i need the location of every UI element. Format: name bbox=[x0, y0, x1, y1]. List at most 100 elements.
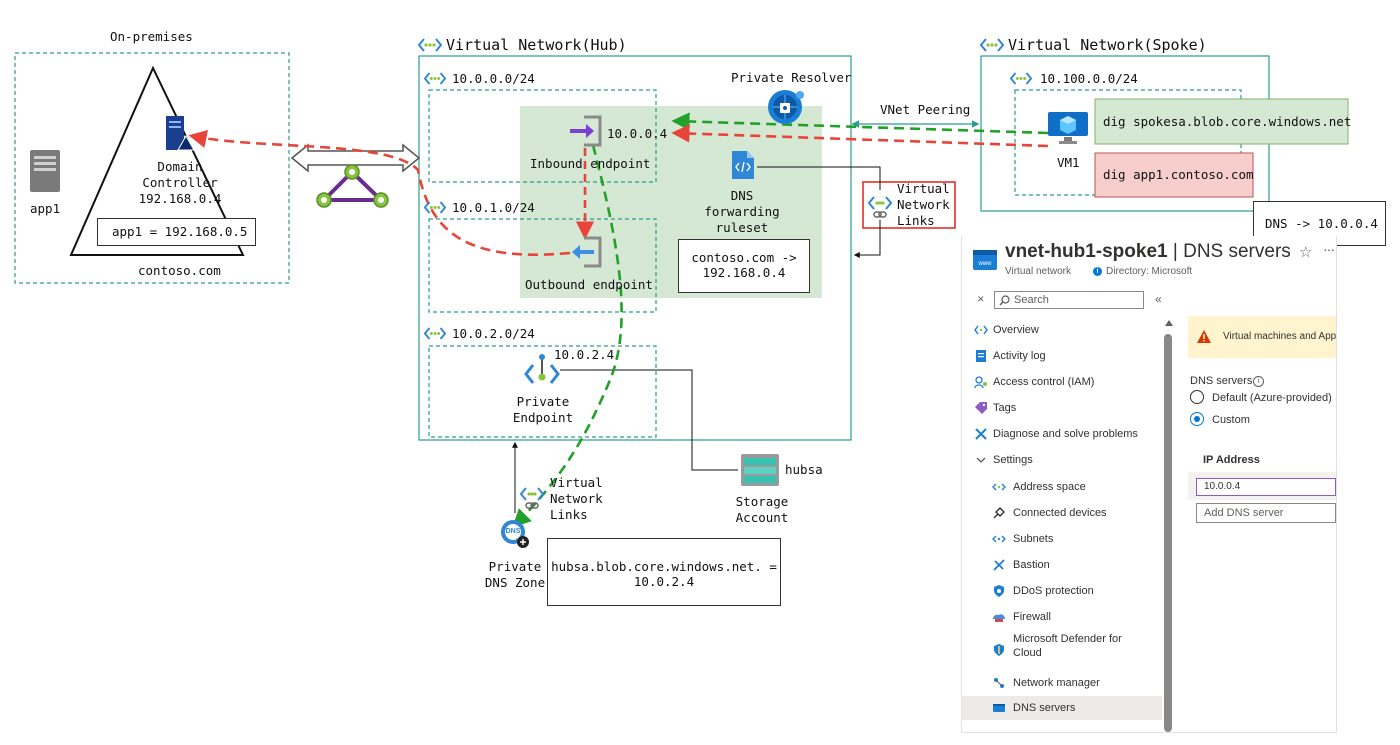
search-icon bbox=[999, 295, 1010, 306]
favorite-star-icon[interactable]: ☆ bbox=[1299, 244, 1313, 261]
app1-label: app1 bbox=[30, 201, 61, 216]
nav-firewall[interactable]: Firewall bbox=[962, 605, 1162, 629]
nav-access-control[interactable]: Access control (IAM) bbox=[962, 370, 1162, 394]
nav-tags[interactable]: Tags bbox=[962, 396, 1162, 420]
spoke-vnet-title: Virtual Network(Spoke) bbox=[1008, 36, 1207, 54]
search-placeholder: Search bbox=[1014, 294, 1049, 306]
nav-label: Firewall bbox=[1013, 611, 1051, 623]
ruleset-label-1: DNS bbox=[730, 188, 754, 203]
subnet1-icon bbox=[424, 72, 446, 85]
rule-line-1: contoso.com -> bbox=[691, 250, 797, 265]
vnet-links-icon bbox=[867, 196, 893, 218]
subnet3-icon bbox=[424, 327, 446, 340]
dig-app1-box bbox=[1094, 152, 1254, 198]
vnet-links-label-3: Links bbox=[897, 213, 935, 228]
address-space-icon bbox=[992, 483, 1006, 491]
nav-label: Diagnose and solve problems bbox=[993, 428, 1138, 440]
ruleset-icon bbox=[732, 151, 754, 179]
nav-overview[interactable]: Overview bbox=[962, 318, 1162, 342]
storage-label-1: Storage bbox=[735, 494, 789, 509]
blade-name: DNS servers bbox=[1183, 241, 1291, 262]
dns-badge-label: DNS bbox=[505, 528, 521, 535]
nav-connected-devices[interactable]: Connected devices bbox=[962, 501, 1162, 525]
spoke-subnet-label: 10.100.0.0/24 bbox=[1040, 71, 1138, 86]
dig-app1-text: dig app1.contoso.com bbox=[1103, 167, 1254, 182]
vnet-resource-icon: www bbox=[973, 250, 997, 270]
hub-subnet3-label: 10.0.2.0/24 bbox=[452, 326, 535, 341]
nav-ddos[interactable]: DDoS protection bbox=[962, 579, 1162, 603]
storage-label-2: Account bbox=[735, 510, 789, 525]
pe-label-2: Endpoint bbox=[512, 410, 574, 425]
storage-account-icon bbox=[741, 454, 779, 486]
nav-defender[interactable]: Microsoft Defender for Cloud bbox=[962, 632, 1162, 668]
expressroute-arrow bbox=[290, 143, 421, 173]
inbound-endpoint-icon bbox=[570, 115, 602, 147]
nav-label: Settings bbox=[993, 454, 1033, 466]
inbound-ip: 10.0.0.4 bbox=[607, 126, 668, 141]
bastion-icon bbox=[993, 559, 1005, 571]
nav-diagnose[interactable]: Diagnose and solve problems bbox=[962, 422, 1162, 446]
nav-label: Microsoft Defender for bbox=[1013, 633, 1122, 645]
dns-ip-input[interactable]: 10.0.0.4 bbox=[1196, 478, 1336, 496]
collapse-left-icon[interactable]: ✕ bbox=[977, 294, 985, 304]
nav-label: Activity log bbox=[993, 350, 1046, 362]
ruleset-label-3: ruleset bbox=[715, 220, 769, 235]
dig-spoke-text: dig spokesa.blob.core.windows.net bbox=[1103, 114, 1352, 129]
dnszone-label-2: DNS Zone bbox=[484, 575, 546, 590]
vm-label: VM1 bbox=[1057, 155, 1080, 170]
activity-log-icon bbox=[976, 350, 986, 362]
nav-settings-group[interactable]: Settings bbox=[962, 448, 1162, 472]
nav-bastion[interactable]: Bastion bbox=[962, 553, 1162, 577]
nav-dns-servers[interactable]: DNS servers bbox=[962, 696, 1162, 720]
private-endpoint-icon bbox=[524, 354, 560, 384]
dns-info-icon[interactable]: i bbox=[1253, 376, 1264, 387]
subnet-icon bbox=[992, 535, 1006, 543]
nav-subnets[interactable]: Subnets bbox=[962, 527, 1162, 551]
vnet-links-zone-label-3: Links bbox=[550, 507, 588, 522]
vnet-links-zone-icon bbox=[519, 487, 545, 509]
subnet-10-0-0 bbox=[428, 89, 657, 183]
dc-record-text: app1 = 192.168.0.5 bbox=[112, 224, 248, 239]
red-flow-outbound-dc bbox=[188, 130, 571, 256]
nav-network-manager[interactable]: Network manager bbox=[962, 671, 1162, 695]
shield-icon bbox=[994, 585, 1004, 597]
tag-icon bbox=[975, 402, 987, 414]
nav-label: DNS servers bbox=[1013, 702, 1076, 714]
collapse-menu-icon[interactable]: « bbox=[1155, 292, 1162, 306]
spoke-vnet-icon bbox=[980, 38, 1004, 52]
radio-default[interactable] bbox=[1190, 390, 1204, 404]
nav-label: Access control (IAM) bbox=[993, 376, 1095, 388]
dnszone-record-1: hubsa.blob.core.windows.net. = bbox=[551, 559, 777, 574]
domain-triangle bbox=[69, 65, 245, 256]
info-icon: i bbox=[1093, 267, 1102, 276]
vm-icon bbox=[1048, 112, 1088, 144]
radio-custom[interactable] bbox=[1190, 412, 1204, 426]
nav-scroll-up-icon[interactable] bbox=[1165, 320, 1173, 326]
vnet-links-label-2: Network bbox=[897, 197, 950, 212]
subnet2-icon bbox=[424, 201, 446, 214]
nav-scrollbar[interactable] bbox=[1164, 334, 1172, 732]
nav-label: Tags bbox=[993, 402, 1017, 414]
storage-name: hubsa bbox=[785, 462, 823, 477]
forwarding-rule-note: contoso.com -> 192.168.0.4 bbox=[678, 239, 810, 293]
hub-vnet-title: Virtual Network(Hub) bbox=[446, 36, 627, 54]
nav-label: Bastion bbox=[1013, 559, 1050, 571]
overview-icon bbox=[974, 325, 988, 335]
nav-label: Address space bbox=[1013, 481, 1086, 493]
nav-activity-log[interactable]: Activity log bbox=[962, 344, 1162, 368]
search-box[interactable]: Search bbox=[994, 291, 1144, 309]
radio-custom-label: Custom bbox=[1212, 414, 1250, 426]
connection-triangle-icon bbox=[316, 164, 389, 208]
green-flow-vm-inbound bbox=[671, 112, 1049, 135]
dnszone-record-2: 10.0.2.4 bbox=[633, 574, 695, 589]
warning-icon bbox=[1197, 330, 1211, 343]
add-dns-input[interactable]: Add DNS server bbox=[1196, 503, 1336, 523]
onprem-domain: contoso.com bbox=[138, 263, 221, 278]
nav-label: Connected devices bbox=[1013, 507, 1107, 519]
nav-address-space[interactable]: Address space bbox=[962, 475, 1162, 499]
hub-vnet-boundary bbox=[418, 55, 852, 441]
spoke-dns-text: DNS -> 10.0.0.4 bbox=[1265, 216, 1378, 231]
more-options-icon[interactable]: ··· bbox=[1323, 241, 1335, 257]
green-flow-inbound-dnszone bbox=[512, 144, 623, 528]
private-dns-zone-icon bbox=[501, 520, 529, 548]
